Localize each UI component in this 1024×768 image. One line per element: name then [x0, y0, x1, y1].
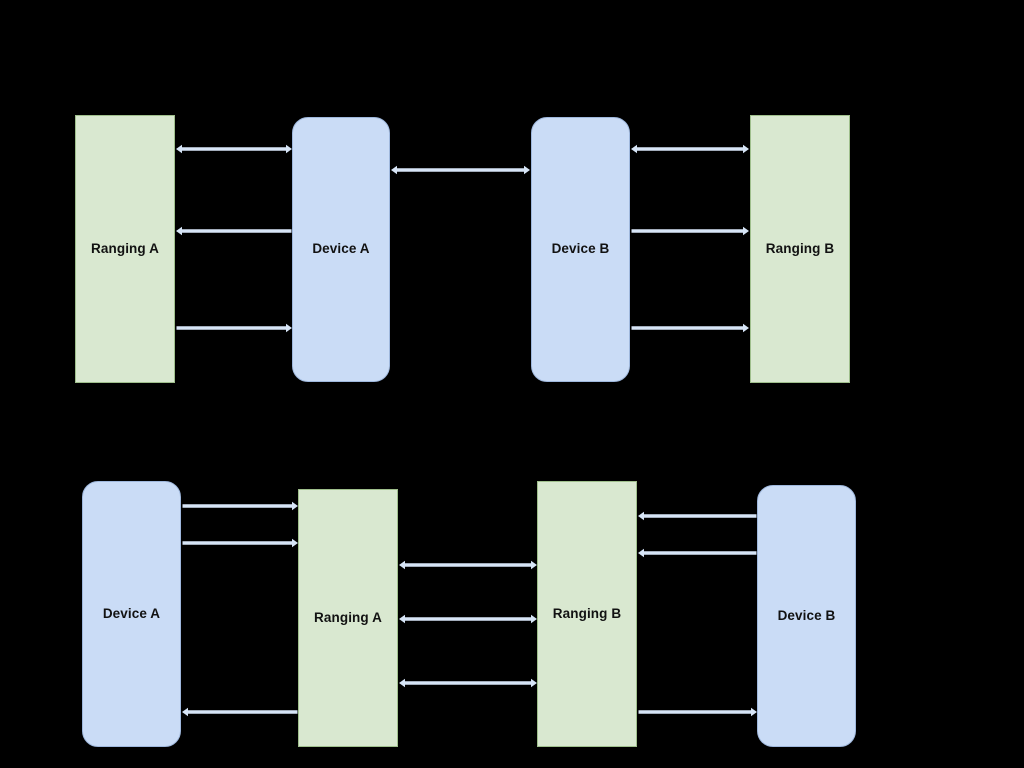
arrow-right-top-device-b-to-top-ranging-b: [631, 224, 749, 238]
arrow-both-top-device-b-to-top-ranging-b: [631, 142, 749, 156]
arrow-both-bottom-ranging-a-to-bottom-ranging-b: [399, 612, 537, 626]
node-label: Device A: [102, 605, 161, 621]
arrow-both-top-device-a-to-top-device-b: [391, 163, 530, 177]
arrow-left-bottom-device-b-to-bottom-ranging-b: [638, 546, 757, 560]
arrow-right-bottom-ranging-b-to-bottom-device-b: [638, 705, 757, 719]
node-bottom-ranging-a[interactable]: Ranging A: [298, 489, 398, 747]
node-bottom-device-b[interactable]: Device B: [757, 485, 856, 747]
arrow-right-bottom-device-a-to-bottom-ranging-a: [182, 536, 298, 550]
node-label: Device B: [777, 607, 836, 623]
node-bottom-device-a[interactable]: Device A: [82, 481, 181, 747]
arrow-left-bottom-ranging-a-to-bottom-device-a: [182, 705, 298, 719]
arrow-left-top-device-a-to-top-ranging-a: [176, 224, 292, 238]
arrow-right-bottom-device-a-to-bottom-ranging-a: [182, 499, 298, 513]
node-label: Ranging A: [314, 609, 382, 625]
arrow-left-bottom-device-b-to-bottom-ranging-b: [638, 509, 757, 523]
arrow-both-bottom-ranging-a-to-bottom-ranging-b: [399, 558, 537, 572]
node-bottom-ranging-b[interactable]: Ranging B: [537, 481, 637, 747]
arrow-right-top-device-b-to-top-ranging-b: [631, 321, 749, 335]
arrow-right-top-ranging-a-to-top-device-a: [176, 321, 292, 335]
node-label: Ranging B: [552, 605, 622, 621]
arrow-both-top-ranging-a-to-top-device-a: [176, 142, 292, 156]
arrow-both-bottom-ranging-a-to-bottom-ranging-b: [399, 676, 537, 690]
